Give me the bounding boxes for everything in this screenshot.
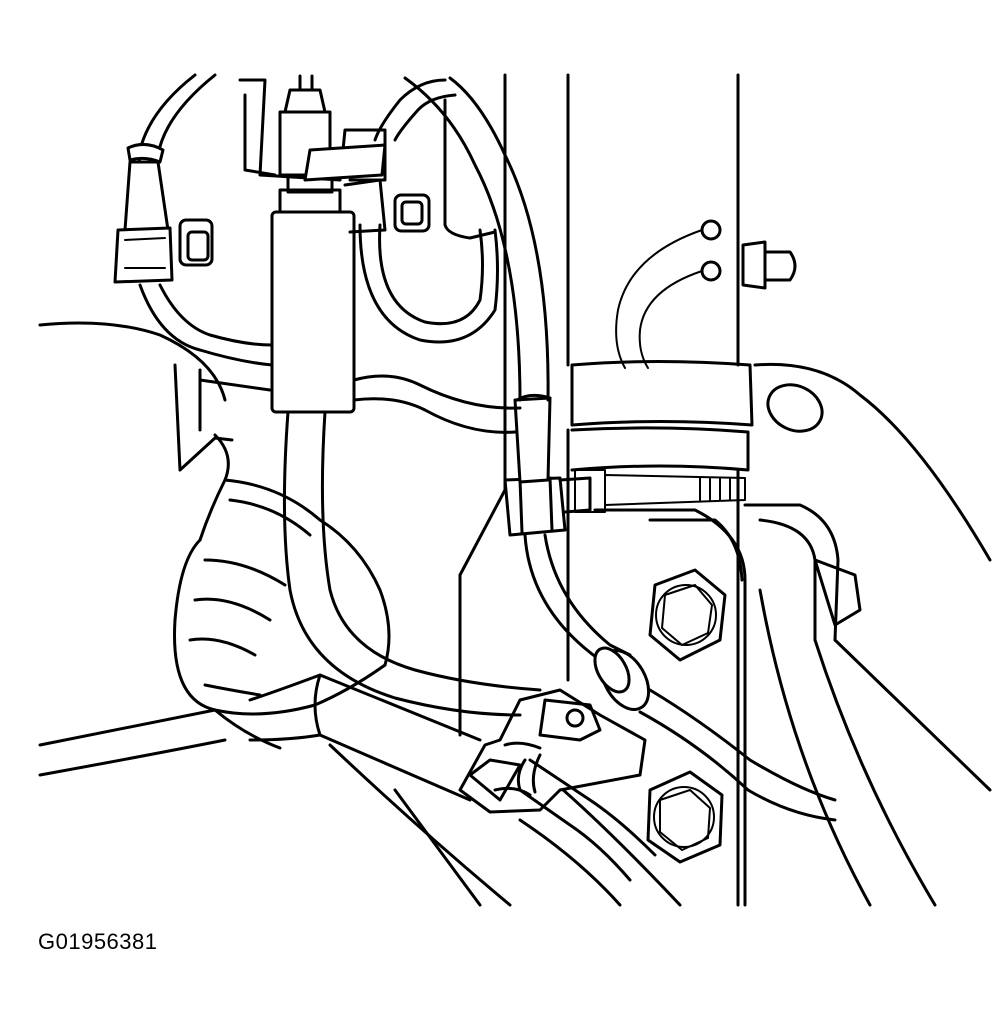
- control-arm: [753, 362, 992, 907]
- strut-tube: [458, 73, 740, 907]
- junction-block: [238, 74, 387, 414]
- upper-knuckle-bolt: [648, 568, 727, 662]
- knuckle-bracket: [593, 503, 862, 907]
- brake-line-illustration: [38, 73, 992, 907]
- strut-top-bolt: [741, 240, 797, 290]
- figure-id-label: G01956381: [38, 929, 158, 954]
- sensor-wire-loop: [358, 78, 499, 344]
- drive-shaft: [248, 673, 682, 907]
- brake-pipe-grommet: [593, 646, 651, 711]
- mount-bracket: [173, 363, 272, 472]
- lower-knuckle-bolt: [646, 770, 724, 864]
- strut-line-clip: [503, 393, 592, 537]
- brake-hose-lower: [516, 753, 657, 882]
- brake-line-bracket: [458, 688, 647, 814]
- brake-pipe-left: [138, 283, 522, 434]
- brake-pipe-main: [282, 410, 542, 717]
- strut-holes: [700, 219, 722, 282]
- top-left-bolt: [178, 218, 214, 267]
- brake-pipe-right: [523, 533, 837, 822]
- bracket-bolt: [393, 193, 431, 233]
- brake-pipe-upper: [403, 76, 550, 402]
- cv-boot: [38, 321, 391, 777]
- brake-hose-upper-left: [113, 73, 217, 284]
- strut-clamp-band: [570, 360, 754, 513]
